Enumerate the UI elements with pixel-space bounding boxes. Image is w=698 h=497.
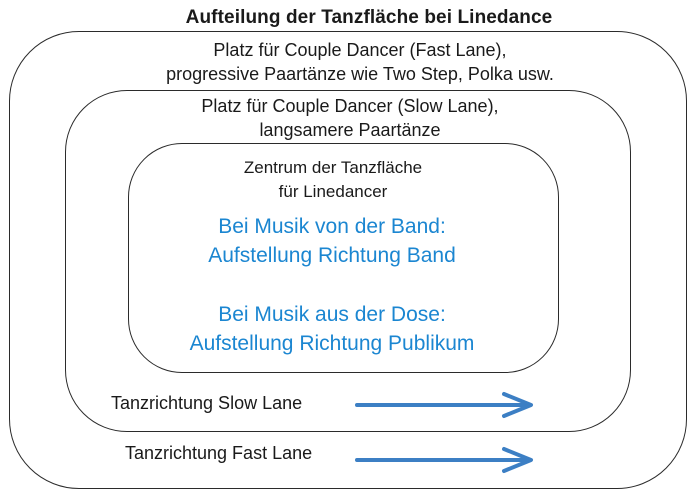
slow-lane-label-line2: langsamere Paartänze [259, 120, 441, 140]
slow-lane-label-line1: Platz für Couple Dancer (Slow Lane), [201, 96, 499, 116]
fast-lane-label-line1: Platz für Couple Dancer (Fast Lane), [213, 40, 507, 60]
recorded-music-note: Bei Musik aus der Dose: Aufstellung Rich… [130, 300, 534, 358]
slow-lane-direction-label: Tanzrichtung Slow Lane [111, 393, 303, 413]
fast-lane-label-line2: progressive Paartänze wie Two Step, Polk… [166, 64, 554, 84]
center-label-line2: für Linedancer [278, 182, 388, 201]
slow-lane-arrow-right-icon [355, 392, 533, 418]
slow-lane-zone [65, 90, 631, 432]
recorded-music-note-line1: Bei Musik aus der Dose: [218, 303, 446, 326]
band-music-note: Bei Musik von der Band: Aufstellung Rich… [130, 212, 534, 270]
slow-lane-label: Platz für Couple Dancer (Slow Lane), lan… [120, 94, 580, 142]
fast-lane-label: Platz für Couple Dancer (Fast Lane), pro… [100, 38, 620, 86]
recorded-music-note-line2: Aufstellung Richtung Publikum [189, 332, 475, 355]
band-music-note-line1: Bei Musik von der Band: [218, 215, 446, 238]
fast-lane-arrow-right-icon [355, 447, 533, 473]
band-music-note-line2: Aufstellung Richtung Band [208, 244, 456, 267]
fast-lane-zone [9, 31, 687, 489]
fast-lane-direction-label: Tanzrichtung Fast Lane [125, 443, 313, 463]
center-label-line1: Zentrum der Tanzfläche [243, 158, 423, 177]
center-label: Zentrum der Tanzfläche für Linedancer [180, 156, 486, 204]
linedance-center-zone [128, 143, 559, 373]
diagram-title: Aufteilung der Tanzfläche bei Linedance [185, 7, 553, 28]
